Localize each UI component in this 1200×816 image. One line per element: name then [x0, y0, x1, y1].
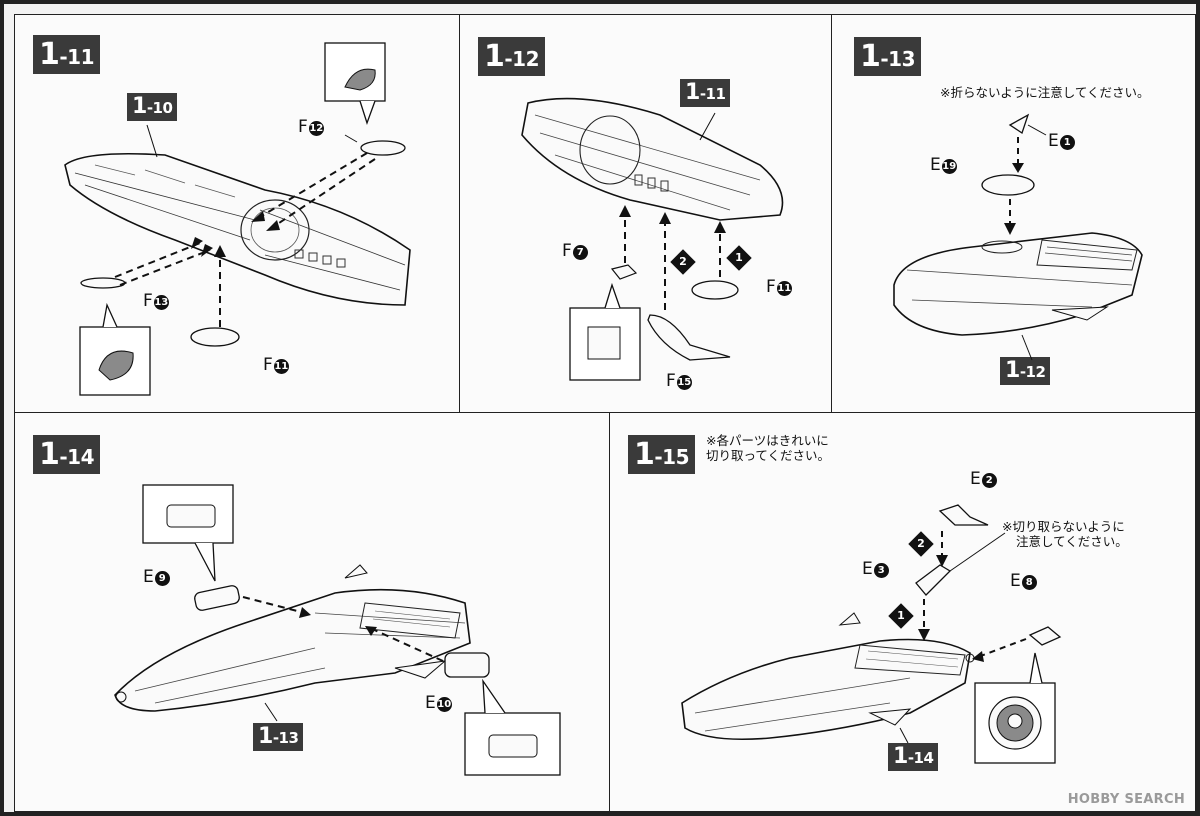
hull-illustration — [893, 113, 1143, 361]
cutting-note: ※各パーツはきれいに切り取ってください。 — [706, 433, 831, 463]
hull-illustration — [681, 504, 1062, 764]
step-badge: 1-12 — [478, 37, 546, 76]
step-badge: 1-14 — [33, 435, 101, 474]
ref-badge: 1-13 — [253, 723, 304, 751]
hull-illustration — [521, 97, 784, 381]
hull-illustration — [64, 42, 411, 396]
part-f12 — [360, 140, 406, 156]
ref-badge: 1-14 — [888, 743, 939, 771]
watermark: HOBBY SEARCH — [1067, 792, 1185, 807]
part-f13 — [80, 277, 126, 289]
ref-badge: 1-11 — [680, 79, 731, 107]
panel-step-1-12: 1-12 1-11 — [459, 14, 833, 414]
step-badge: 1-13 — [854, 37, 922, 76]
part-f11 — [190, 327, 240, 347]
hull-illustration — [114, 484, 561, 776]
panel-step-1-13: 1-13 ※折らないように注意してください。 1-12 — [831, 14, 1196, 414]
panel-step-1-14: 1-14 1-13 — [14, 412, 611, 812]
step-badge: 1-15 — [628, 435, 696, 474]
ref-badge: 1-10 — [127, 93, 178, 121]
caution-note: ※切り取らないように注意してください。 — [1002, 519, 1128, 549]
panel-step-1-15: 1-15 ※各パーツはきれいに切り取ってください。 ※切り取らないように注意して… — [609, 412, 1196, 812]
order-marker-2: 2 — [908, 531, 934, 557]
order-marker-2: 2 — [670, 249, 696, 275]
order-marker-1: 1 — [888, 603, 914, 629]
caution-note: ※折らないように注意してください。 — [940, 85, 1150, 100]
order-marker-1: 1 — [726, 245, 752, 271]
ref-badge: 1-12 — [1000, 357, 1051, 385]
panel-step-1-11: 1-11 1-10 — [14, 14, 461, 414]
step-badge: 1-11 — [33, 35, 101, 74]
